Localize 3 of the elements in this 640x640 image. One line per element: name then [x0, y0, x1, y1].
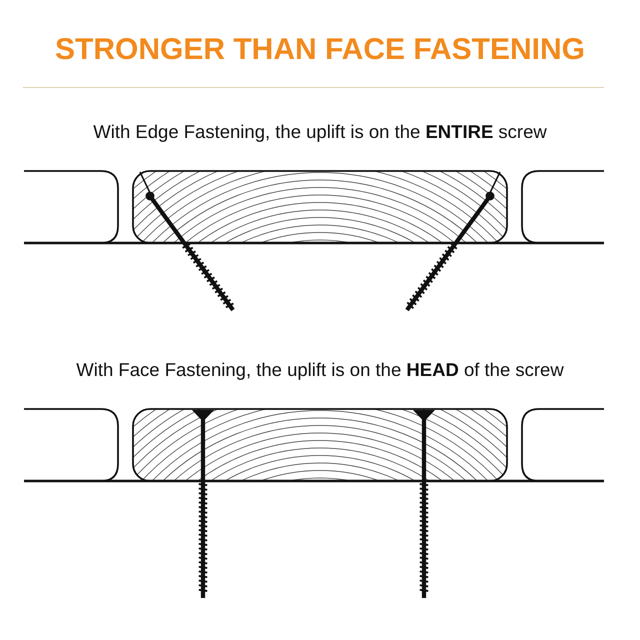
caption-text: With Edge Fastening, the uplift is on the ENTIRE screw: [93, 120, 547, 144]
page-title: STRONGER THAN FACE FASTENING: [54, 32, 586, 68]
caption-text: With Face Fastening, the uplift is on the HEAD of the screw: [76, 358, 564, 382]
